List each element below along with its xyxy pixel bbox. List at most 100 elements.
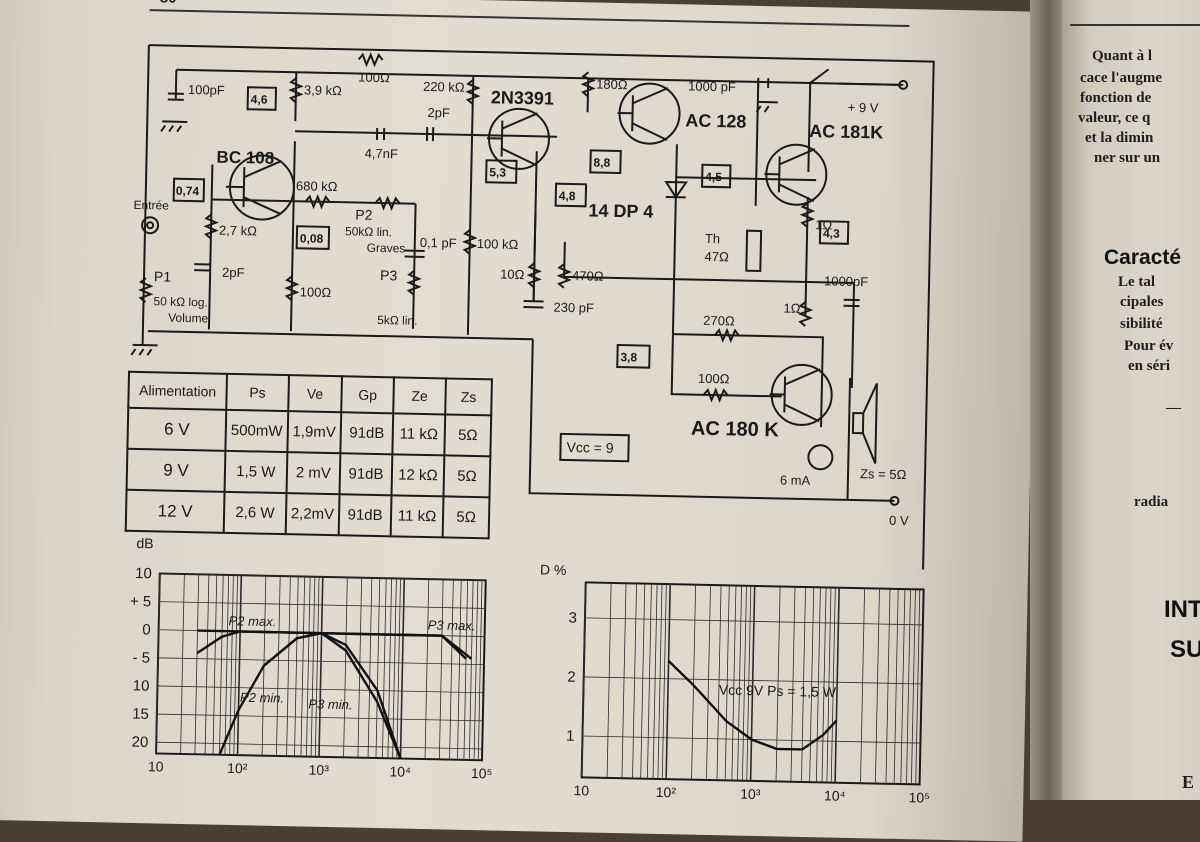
body-text-line: cipales bbox=[1120, 294, 1164, 310]
body-text-line: cace l'augme bbox=[1080, 70, 1163, 86]
grid-line bbox=[749, 585, 756, 781]
body-text-line: radia bbox=[1134, 494, 1169, 510]
pot-value: 50 kΩ log. bbox=[153, 294, 208, 309]
component-value: 1000pF bbox=[824, 273, 868, 289]
grid-line bbox=[294, 576, 299, 757]
grid-line bbox=[826, 587, 832, 783]
chart-annotation: Vcc 9V Ps = 1,5 W bbox=[719, 682, 837, 700]
vcc-label: Vcc = 9 bbox=[566, 439, 614, 456]
table-cell: 12 V bbox=[125, 489, 225, 533]
table-header: Zs bbox=[445, 378, 493, 416]
table-cell: 12 kΩ bbox=[391, 454, 445, 497]
transistor-label: AC 180 K bbox=[691, 418, 780, 442]
table-cell: 6 V bbox=[127, 407, 227, 451]
transistor-label: AC 181K bbox=[809, 121, 883, 143]
table-cell: 5Ω bbox=[444, 414, 492, 457]
x-tick-label: 10⁴ bbox=[824, 787, 846, 803]
header-rule bbox=[1070, 24, 1200, 26]
grid-line bbox=[310, 576, 316, 757]
grid-line bbox=[159, 601, 486, 609]
pot-label: P3 bbox=[380, 267, 398, 283]
table-cell: 5Ω bbox=[442, 496, 490, 539]
transistor-label: BC 108 bbox=[216, 148, 274, 168]
meter-label: 6 mA bbox=[780, 472, 811, 488]
grid-line bbox=[180, 573, 185, 754]
table-cell: 9 V bbox=[126, 448, 226, 492]
grid-line bbox=[156, 713, 483, 722]
body-text-line: fonction de bbox=[1080, 90, 1152, 106]
grid-line bbox=[194, 574, 200, 755]
section-heading: Caracté bbox=[1104, 246, 1182, 269]
y-tick-label: 0 bbox=[142, 621, 151, 638]
table-cell: 1,9mV bbox=[287, 411, 342, 454]
grid-line bbox=[606, 582, 612, 778]
grid-line bbox=[159, 573, 486, 581]
grid-line bbox=[830, 587, 836, 783]
amplifier-schematic: BC 108 2N3391 AC 128 AC 181K AC 180 K 14… bbox=[130, 44, 935, 571]
table-cell: 91dB bbox=[339, 453, 393, 496]
grid-line bbox=[158, 657, 484, 666]
series-line bbox=[667, 660, 838, 751]
grid-line bbox=[357, 577, 363, 758]
voltage-value: 0,08 bbox=[300, 231, 324, 245]
component-value: 2,7 kΩ bbox=[219, 223, 257, 239]
series-label: P3 max. bbox=[428, 617, 476, 633]
grid-line bbox=[473, 580, 479, 761]
pot-value: 5kΩ lin. bbox=[377, 313, 418, 328]
grid-line bbox=[375, 578, 381, 759]
series-label: P2 max. bbox=[228, 613, 276, 629]
grid-line bbox=[343, 577, 348, 758]
grid-line bbox=[233, 575, 238, 756]
book-page-left: 80 bbox=[0, 0, 1040, 842]
body-text-line: en séri bbox=[1128, 358, 1171, 374]
transistor-label: 2N3391 bbox=[491, 87, 554, 108]
y-tick-label: 3 bbox=[568, 610, 577, 627]
grid-line bbox=[874, 588, 880, 784]
grid-line bbox=[457, 579, 462, 760]
table-cell: 91dB bbox=[338, 494, 392, 537]
grid-line bbox=[885, 588, 891, 784]
grid-line bbox=[236, 575, 243, 756]
table-header: Ve bbox=[287, 375, 343, 413]
grid-line bbox=[900, 589, 906, 785]
speaker-impedance: Zs = 5Ω bbox=[860, 466, 907, 482]
y-tick-label: 1 bbox=[566, 728, 575, 745]
ground-label: 0 V bbox=[889, 513, 909, 528]
x-tick-label: 10³ bbox=[740, 786, 761, 802]
grid-line bbox=[742, 585, 747, 781]
grid-line bbox=[438, 579, 444, 760]
section-heading: INT bbox=[1164, 596, 1200, 623]
x-tick-label: 10⁵ bbox=[471, 765, 493, 781]
component-value: 2pF bbox=[427, 105, 450, 120]
grid-line bbox=[224, 574, 230, 755]
grid-line bbox=[809, 587, 815, 783]
y-axis-label: D % bbox=[540, 561, 567, 578]
section-heading: SU bbox=[1170, 636, 1200, 663]
grid-line bbox=[621, 583, 627, 779]
series-line bbox=[263, 631, 402, 760]
voltage-value: 8,8 bbox=[593, 155, 610, 169]
table-cell: 11 kΩ bbox=[390, 495, 444, 538]
grid-line bbox=[156, 741, 483, 750]
body-text-dash: — bbox=[1166, 400, 1181, 416]
body-text-line: Quant à l bbox=[1092, 48, 1153, 64]
grid-line bbox=[640, 583, 646, 779]
input-label: Entrée bbox=[133, 198, 169, 213]
pot-function: Graves bbox=[367, 241, 406, 256]
table-header: Ps bbox=[226, 373, 289, 412]
grid-line bbox=[229, 575, 234, 755]
y-tick-label: 20 bbox=[131, 734, 148, 751]
pot-value: 50kΩ lin. bbox=[345, 224, 392, 239]
grid-line bbox=[731, 585, 737, 781]
component-value: 1Ω bbox=[815, 217, 833, 232]
body-text-line: E bbox=[1182, 772, 1195, 792]
voltage-value: 4,5 bbox=[705, 170, 722, 184]
table-header: Gp bbox=[341, 376, 395, 414]
grid-line bbox=[424, 579, 430, 760]
voltage-value: 4,3 bbox=[823, 226, 840, 240]
pot-label: P2 bbox=[355, 206, 373, 222]
y-tick-label: + 5 bbox=[130, 593, 152, 610]
grid-line bbox=[477, 580, 483, 761]
pot-label: P1 bbox=[154, 268, 172, 284]
grid-line bbox=[392, 578, 397, 759]
